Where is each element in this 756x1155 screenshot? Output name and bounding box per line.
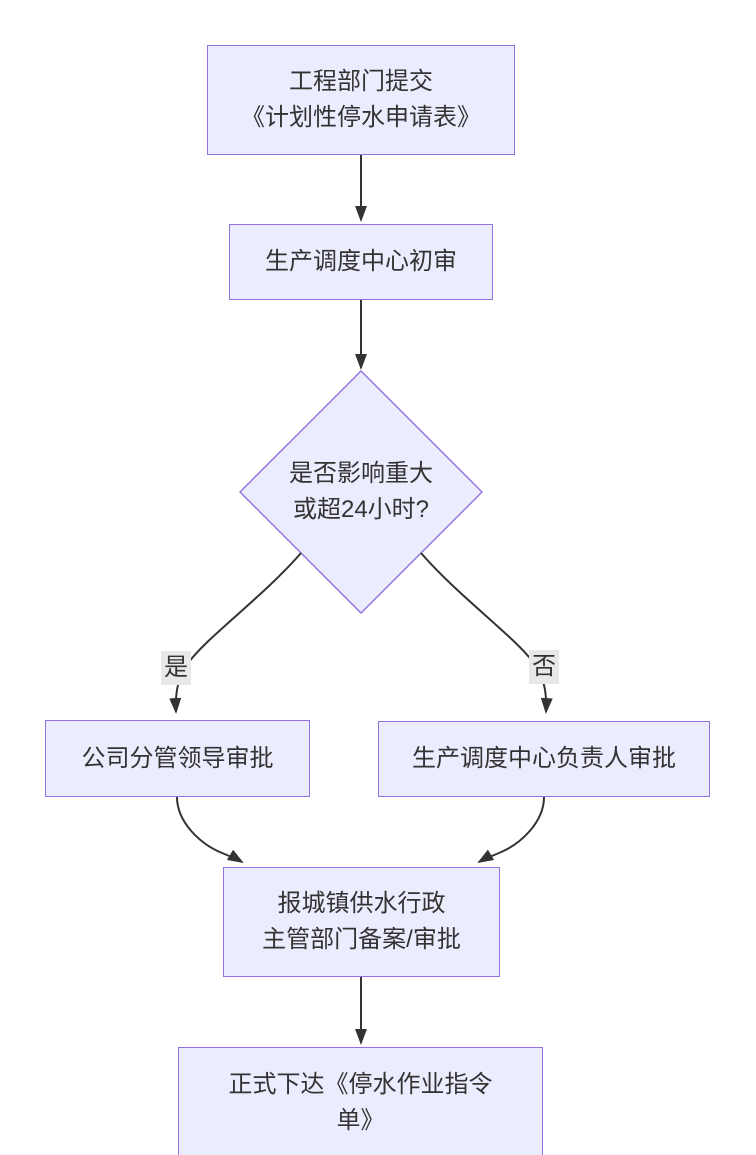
node-submit-line1: 工程部门提交: [289, 68, 433, 95]
edge-decision-no: [420, 552, 553, 714]
node-issue-order-line1: 正式下达《停水作业指令: [228, 1071, 493, 1098]
node-gov-filing-line2: 主管部门备案/审批: [262, 926, 461, 953]
node-decision-line1: 是否影响重大: [289, 460, 433, 487]
node-submit-line2: 《计划性停水申请表》: [241, 104, 481, 131]
decision-diamond-shape: [239, 370, 483, 614]
node-issue-order-line2: 单》: [336, 1107, 385, 1134]
node-center-head-approval-line1: 生产调度中心负责人审批: [412, 745, 676, 772]
node-leader-approval: 公司分管领导审批: [45, 720, 310, 797]
node-issue-order: 正式下达《停水作业指令 单》: [178, 1047, 543, 1155]
edge-leader-to-filing: [176, 796, 244, 864]
node-gov-filing: 报城镇供水行政 主管部门备案/审批: [223, 867, 500, 977]
node-gov-filing-line1: 报城镇供水行政: [277, 890, 446, 917]
node-submit: 工程部门提交 《计划性停水申请表》: [207, 45, 515, 155]
node-leader-approval-line1: 公司分管领导审批: [81, 744, 274, 772]
edge-decision-yes: [169, 552, 302, 714]
node-initial-review-line1: 生产调度中心初审: [265, 248, 457, 275]
node-decision-line2: 或超24小时?: [292, 496, 430, 523]
node-center-head-approval: 生产调度中心负责人审批: [378, 721, 710, 797]
node-decision-text: 是否影响重大 或超24小时?: [241, 456, 481, 528]
edge-label-yes: 是: [161, 651, 191, 685]
edge-head-to-filing: [477, 796, 545, 864]
edge-label-no: 否: [529, 650, 559, 684]
node-initial-review: 生产调度中心初审: [229, 224, 493, 300]
